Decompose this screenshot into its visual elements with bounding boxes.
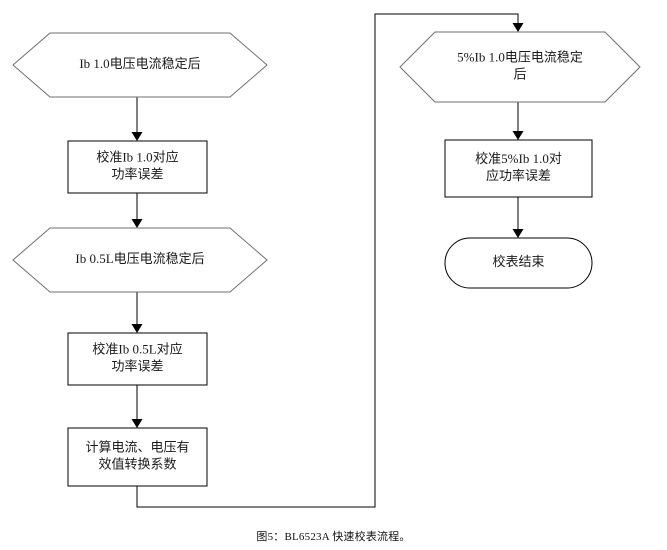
node-shape-rect: [444, 139, 593, 198]
connector-line: [136, 13, 519, 508]
node-label-line: 校准Ib 1.0对应: [96, 149, 178, 164]
figure-caption: 图5：BL6523A 快速校表流程。: [256, 531, 411, 543]
connector-n3-to-n4: [131, 292, 143, 333]
node-label-line: Ib 0.5L电压电流稳定后: [75, 251, 204, 266]
node-label-line: 5%Ib 1.0电压电流稳定: [457, 49, 583, 64]
arrow-head-icon: [131, 419, 143, 428]
node-shape-hexagon: [399, 31, 641, 103]
flow-node-n6: 5%Ib 1.0电压电流稳定后: [399, 31, 641, 103]
node-label-line: 后: [513, 66, 526, 81]
connector-n5-to-n6: [136, 13, 524, 508]
node-shape-rounded: [444, 237, 593, 289]
arrow-head-icon: [131, 132, 143, 141]
node-shape-rect: [67, 332, 208, 386]
arrow-head-icon: [512, 229, 524, 238]
connector-n7-to-n8: [512, 197, 524, 238]
node-label-line: 计算电流、电压有: [85, 439, 189, 454]
node-label-line: Ib 1.0电压电流稳定后: [79, 56, 200, 71]
node-label-line: 功率误差: [111, 166, 163, 181]
arrow-head-icon: [131, 324, 143, 333]
flow-node-n8: 校表结束: [444, 237, 593, 289]
node-label-line: 应功率误差: [486, 168, 551, 183]
flow-node-n1: Ib 1.0电压电流稳定后: [12, 32, 268, 98]
connector-n1-to-n2: [131, 97, 143, 141]
arrow-head-icon: [512, 23, 524, 32]
node-shape-rect: [67, 140, 208, 194]
node-label-line: 校准Ib 0.5L对应: [92, 341, 182, 356]
arrow-head-icon: [131, 219, 143, 228]
node-shape-hexagon: [12, 32, 268, 98]
connector-n2-to-n3: [131, 193, 143, 228]
arrow-head-icon: [512, 131, 524, 140]
node-label-line: 校表结束: [492, 254, 544, 269]
node-shape-hexagon: [12, 227, 268, 293]
node-shape-rect: [67, 427, 208, 487]
node-label-line: 功率误差: [111, 358, 163, 373]
node-label-line: 校准5%Ib 1.0对: [475, 151, 562, 166]
connector-n6-to-n7: [512, 102, 524, 140]
flow-node-n3: Ib 0.5L电压电流稳定后: [12, 227, 268, 293]
node-label-line: 效值转换系数: [98, 456, 176, 471]
connector-n4-to-n5: [131, 385, 143, 428]
